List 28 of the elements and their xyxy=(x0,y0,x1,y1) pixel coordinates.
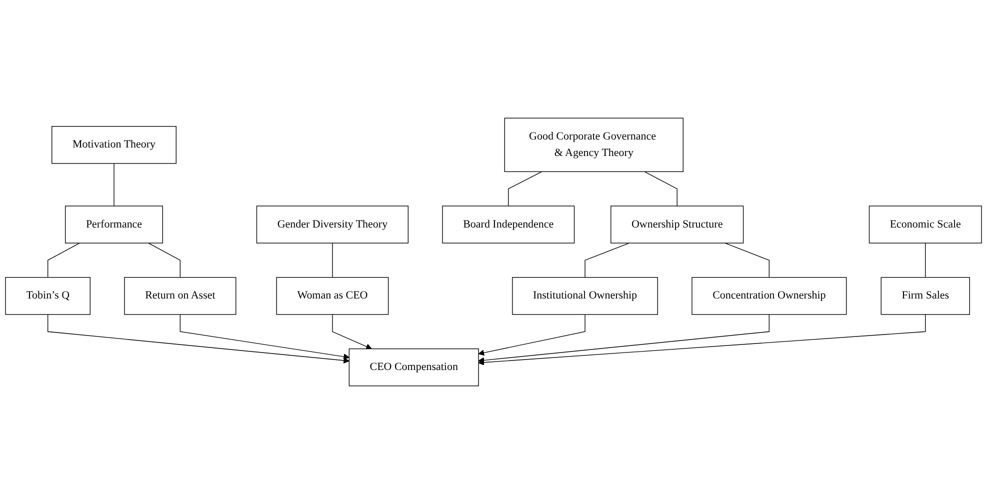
connector xyxy=(724,242,770,278)
node-box: Performance xyxy=(65,206,163,244)
arrow xyxy=(478,314,586,356)
connector xyxy=(332,242,333,278)
node-box: Motivation Theory xyxy=(52,126,176,164)
node-box: Concentration Ownership xyxy=(692,277,847,315)
connector xyxy=(148,242,181,278)
node-box: CEO Compensation xyxy=(348,348,479,386)
arrow xyxy=(47,314,350,364)
arrow xyxy=(180,314,350,360)
arrow xyxy=(478,314,926,366)
node-box: Gender Diversity Theory xyxy=(256,206,408,244)
node-box: Tobin’s Q xyxy=(5,277,90,315)
connector xyxy=(508,171,542,206)
connector xyxy=(584,242,630,278)
node-box: Woman as CEO xyxy=(276,277,389,315)
node-box: Firm Sales xyxy=(880,277,970,315)
node-box: Return on Asset xyxy=(124,277,236,315)
node-box: Ownership Structure xyxy=(610,206,744,244)
connector xyxy=(47,242,80,278)
node-box: Board Independence xyxy=(442,206,575,244)
connector xyxy=(644,171,678,206)
node-box: Good Corporate Governance & Agency Theory xyxy=(504,118,684,172)
node-box: Economic Scale xyxy=(868,206,982,244)
arrow xyxy=(332,314,372,350)
arrow xyxy=(478,314,770,364)
node-box: Institutional Ownership xyxy=(512,277,658,315)
connector xyxy=(925,242,926,278)
